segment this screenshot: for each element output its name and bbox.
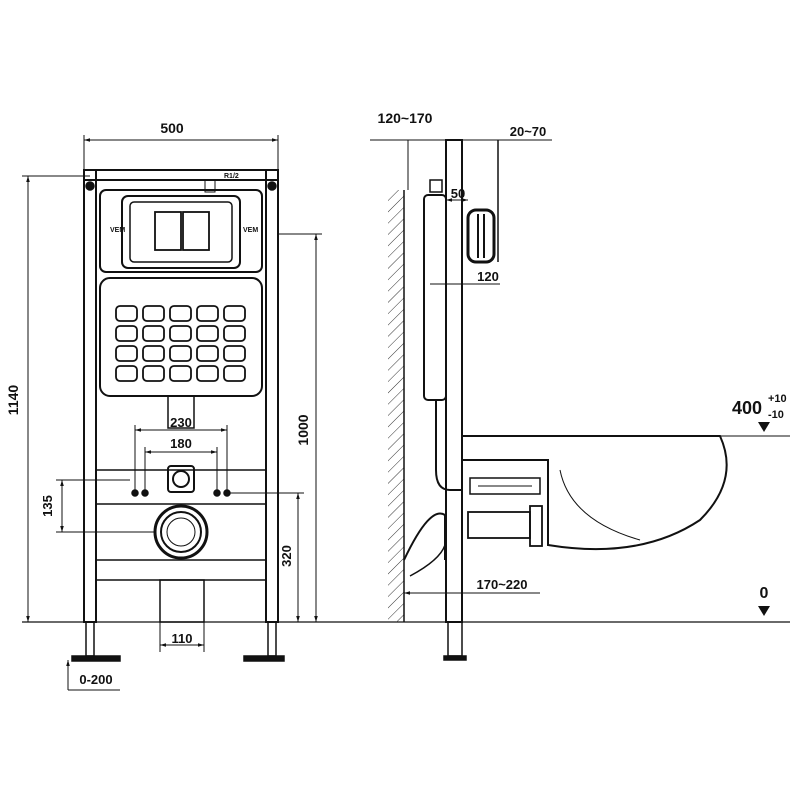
cistern-panel-cell xyxy=(223,365,246,382)
dim-frame-width: 500 xyxy=(160,120,184,136)
dim-total-height: 1140 xyxy=(5,385,21,416)
cistern-panel-cell xyxy=(223,345,246,362)
cistern-body xyxy=(99,277,263,397)
wall xyxy=(388,190,404,622)
side-view xyxy=(370,139,790,661)
drain-connector xyxy=(467,511,531,539)
leg-left xyxy=(85,621,95,657)
cistern-panel-cell xyxy=(223,325,246,342)
cistern-panel-cell xyxy=(169,305,192,322)
dim-tolerance-minus: -10 xyxy=(768,409,784,421)
front-view xyxy=(22,135,322,691)
cistern-panel-cell xyxy=(142,325,165,342)
flush-button-right xyxy=(182,211,210,251)
dim-drain-height: 320 xyxy=(279,545,294,567)
cistern-panel-cell xyxy=(115,365,138,382)
label-tank-right: VEM xyxy=(243,227,258,234)
cistern-panel-cell xyxy=(115,345,138,362)
cistern-panel-cell xyxy=(115,305,138,322)
flush-plate-side xyxy=(466,208,496,264)
frame-side-post xyxy=(445,139,463,623)
label-inlet: R1/2 xyxy=(224,173,239,180)
dim-tolerance-plus: +10 xyxy=(768,393,787,405)
cistern-panel-cell xyxy=(196,325,219,342)
flush-button-left xyxy=(154,211,182,251)
flush-plate xyxy=(121,195,241,269)
dim-bolt-outer: 230 xyxy=(170,415,192,430)
dim-wall-thickness: 20~70 xyxy=(510,124,547,139)
dim-bowl-height: 400 xyxy=(732,398,762,418)
dim-foot-width: 110 xyxy=(172,631,193,646)
cistern-panel-cell xyxy=(115,325,138,342)
cistern-panel-cell xyxy=(196,345,219,362)
dim-bolt-inner: 180 xyxy=(170,436,192,451)
cistern-panel-cell xyxy=(169,365,192,382)
dim-drain-offset: 135 xyxy=(40,495,55,517)
cistern-panel-cell xyxy=(196,365,219,382)
frame-right-upright xyxy=(265,169,279,623)
dim-panel-depth: 50 xyxy=(451,186,465,201)
dim-floor-level: 0 xyxy=(760,585,769,602)
cistern-panel-cell xyxy=(169,345,192,362)
cistern-panel-cell xyxy=(142,365,165,382)
cistern-side xyxy=(423,194,447,401)
dim-foot-adjust: 0-200 xyxy=(79,672,112,687)
base-block xyxy=(159,579,205,623)
dim-bowl-range: 170~220 xyxy=(477,577,528,592)
frame-top-bar xyxy=(83,169,279,181)
bolt-hole xyxy=(131,489,139,497)
dim-flange: 120 xyxy=(477,269,499,284)
label-tank-left: VEM xyxy=(110,227,125,234)
cistern-panel-cell xyxy=(169,325,192,342)
bolt-hole xyxy=(213,489,221,497)
frame-left-upright xyxy=(83,169,97,623)
toilet-bowl xyxy=(462,435,728,551)
cistern-panel-cell xyxy=(196,305,219,322)
leg-right xyxy=(267,621,277,657)
cistern-panel-cell xyxy=(142,345,165,362)
cistern-panel-cell xyxy=(223,305,246,322)
drain-pipe xyxy=(153,504,209,560)
cistern-panel-cell xyxy=(142,305,165,322)
bolt-hole xyxy=(141,489,149,497)
cistern-top xyxy=(99,189,263,273)
dim-button-height: 1000 xyxy=(295,414,311,445)
bolt-hole xyxy=(223,489,231,497)
dim-depth-range: 120~170 xyxy=(378,110,433,126)
